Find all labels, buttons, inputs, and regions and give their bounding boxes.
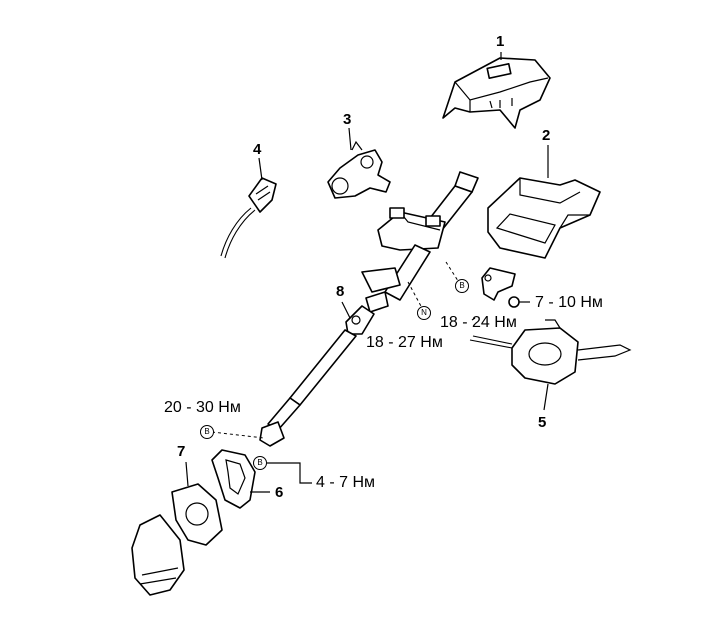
part-2-lower-cover	[487, 177, 601, 259]
callout-6: 6	[275, 484, 284, 501]
torque-7-10: 7 - 10 Нм	[535, 294, 603, 311]
part-8-steering-column	[259, 171, 479, 447]
torque-4-7: 4 - 7 Нм	[316, 474, 376, 491]
callout-4: 4	[253, 141, 262, 158]
bolt-marker: B	[253, 456, 267, 470]
part-7-boot	[131, 483, 223, 596]
callout-1: 1	[496, 33, 505, 50]
callout-5: 5	[538, 414, 547, 431]
dashed-leaders	[211, 261, 461, 439]
callout-7: 7	[177, 443, 186, 460]
callout-2: 2	[542, 127, 551, 144]
bolt-marker: B	[200, 425, 214, 439]
mounting-bracket	[481, 267, 520, 308]
part-4-connector-cable	[220, 177, 277, 259]
bolt-marker: B	[455, 279, 469, 293]
part-5-combination-switch	[469, 319, 632, 385]
torque-18-27: 18 - 27 Нм	[366, 334, 443, 351]
callout-3: 3	[343, 111, 352, 128]
torque-18-24: 18 - 24 Нм	[440, 314, 517, 331]
part-6-seal-plate	[211, 449, 256, 509]
nut-marker: N	[417, 306, 431, 320]
part-3-ignition-housing	[327, 140, 391, 199]
torque-20-30: 20 - 30 Нм	[164, 399, 241, 416]
part-1-upper-cover	[442, 57, 551, 129]
leader-lines	[185, 52, 549, 493]
callout-8: 8	[336, 283, 345, 300]
